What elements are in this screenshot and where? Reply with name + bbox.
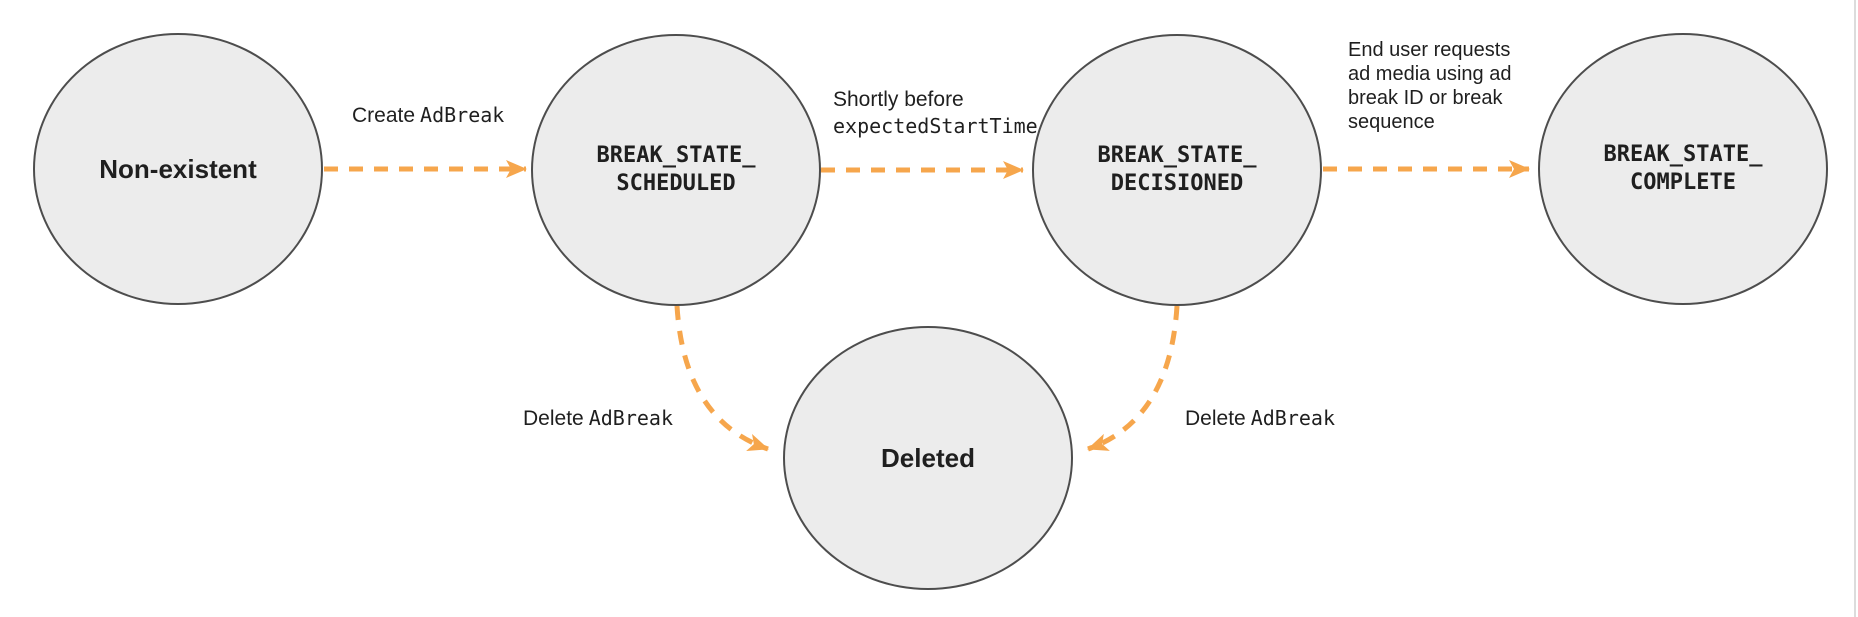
edge-label-delete-left-code: AdBreak	[588, 406, 673, 430]
node-scheduled-label-line2: SCHEDULED	[616, 171, 736, 196]
node-complete-label-line1: BREAK_STATE_	[1603, 142, 1763, 167]
node-non-existent: Non-existent	[33, 33, 323, 305]
edge-delete-adbreak-left-arrow	[674, 305, 769, 452]
edge-label-create-plain: Create	[352, 104, 416, 127]
edge-label-end-user-line2: ad media using ad	[1348, 63, 1512, 85]
edge-label-shortly-before-code: expectedStartTime	[833, 114, 1038, 138]
node-decisioned-label-line2: DECISIONED	[1110, 171, 1244, 196]
node-break-state-scheduled: BREAK_STATE_ SCHEDULED	[531, 34, 821, 306]
edge-label-shortly-before-plain: Shortly before	[833, 88, 964, 111]
node-scheduled-label-line1: BREAK_STATE_	[596, 143, 756, 168]
edge-delete-adbreak-right-arrow	[1087, 305, 1180, 452]
edge-label-delete-left-plain: Delete	[523, 407, 584, 430]
edge-label-end-user-line3: break ID or break	[1348, 87, 1503, 109]
page-edge-divider	[1854, 0, 1856, 617]
node-complete-label-line2: COMPLETE	[1630, 170, 1736, 195]
node-decisioned-label-line1: BREAK_STATE_	[1097, 143, 1257, 168]
edge-label-end-user-line4: sequence	[1348, 111, 1435, 133]
node-deleted-label: Deleted	[881, 443, 975, 473]
node-non-existent-label: Non-existent	[99, 154, 257, 184]
node-deleted: Deleted	[783, 326, 1073, 590]
edge-label-shortly-before: Shortly before expectedStartTime	[833, 86, 1038, 140]
edge-label-end-user-requests: End user requests ad media using ad brea…	[1348, 38, 1511, 134]
node-break-state-decisioned: BREAK_STATE_ DECISIONED	[1032, 34, 1322, 306]
edge-label-delete-right-plain: Delete	[1185, 407, 1246, 430]
edge-label-delete-right-code: AdBreak	[1250, 406, 1335, 430]
edge-label-end-user-line1: End user requests	[1348, 39, 1511, 61]
edge-label-create-code: AdBreak	[420, 103, 505, 127]
node-break-state-complete: BREAK_STATE_ COMPLETE	[1538, 33, 1828, 305]
